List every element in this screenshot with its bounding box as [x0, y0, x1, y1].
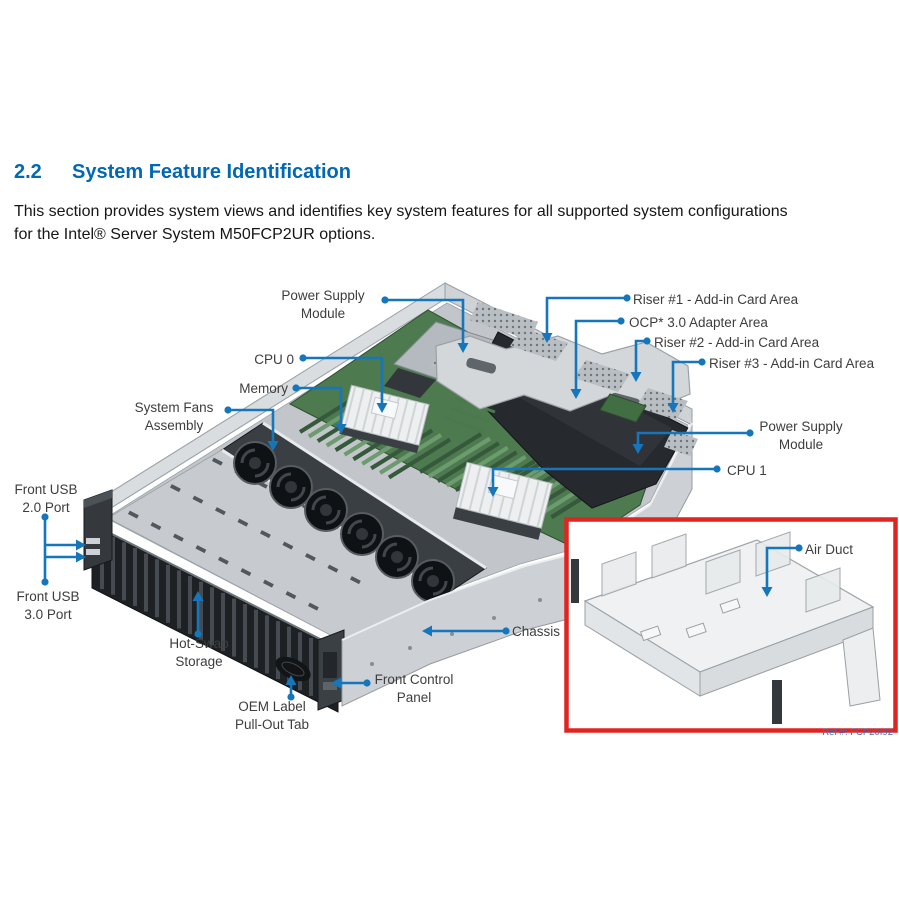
label-riser-1: Riser #1 - Add-in Card Area: [633, 292, 799, 307]
callout-chassis: [422, 625, 510, 637]
air-duct-inset: [564, 517, 898, 733]
label-front-usb-3: Front USB 3.0 Port: [16, 589, 80, 622]
front-usb-block: [83, 489, 113, 571]
callouts: [41, 294, 803, 701]
ocp-module: [599, 393, 647, 423]
figure-ref-number: Ref #: FCP20I92: [822, 727, 893, 738]
callout-front-usb: [41, 513, 86, 586]
callout-front-control: [331, 677, 371, 689]
label-air-duct: Air Duct: [805, 542, 854, 557]
riser2-vent: [574, 360, 630, 392]
riser1-vent: [510, 328, 568, 361]
callout-hot-swap: [192, 591, 204, 638]
callout-oem-tab: [285, 675, 297, 701]
callout-riser-2: [630, 337, 651, 382]
label-riser-2: Riser #2 - Add-in Card Area: [654, 335, 820, 350]
callout-memory: [292, 384, 347, 434]
riser-cage: [435, 328, 691, 509]
label-system-fans-assembly: System Fans Assembly: [134, 400, 214, 433]
front-control-panel-block: [317, 629, 345, 711]
label-front-control-panel: Front Control Panel: [374, 672, 454, 705]
cpu1-heatsink: [453, 461, 554, 540]
chassis-side-wall: [341, 422, 698, 707]
label-hot-swap-storage: Hot-Swap Storage: [169, 636, 229, 669]
label-power-supply-module-left: Power Supply Module: [281, 288, 365, 321]
callout-cpu-0: [299, 354, 388, 413]
callout-riser-1: [541, 294, 631, 343]
oem-pull-out-tab: [275, 656, 311, 682]
label-riser-3: Riser #3 - Add-in Card Area: [709, 356, 875, 371]
section-number: 2.2: [14, 161, 42, 183]
callout-air-duct: [761, 544, 803, 597]
callout-cpu-1: [487, 465, 721, 497]
label-power-supply-module-right: Power Supply Module: [759, 419, 843, 452]
intro-paragraph: This section provides system views and i…: [14, 203, 788, 243]
label-ocp-adapter: OCP* 3.0 Adapter Area: [629, 315, 768, 330]
section-heading: 2.2 System Feature Identification: [14, 161, 351, 184]
fan-assembly: [221, 421, 487, 603]
label-front-usb-2: Front USB 2.0 Port: [14, 482, 78, 515]
callout-system-fans: [224, 406, 279, 451]
callout-ocp: [570, 317, 625, 399]
label-cpu-1: CPU 1: [727, 463, 767, 478]
label-oem-pull-out-tab: OEM Label Pull-Out Tab: [234, 699, 310, 732]
riser3-vent: [636, 388, 688, 420]
section-title: System Feature Identification: [72, 161, 351, 183]
callout-psm-left: [381, 296, 469, 353]
label-memory: Memory: [239, 381, 288, 396]
callout-riser-3: [667, 358, 706, 413]
callout-psm-right: [632, 429, 754, 454]
cpu0-heatsink: [339, 384, 430, 454]
label-chassis: Chassis: [512, 624, 561, 639]
air-duct-illustration: [571, 531, 881, 724]
label-cpu-0: CPU 0: [254, 352, 294, 367]
